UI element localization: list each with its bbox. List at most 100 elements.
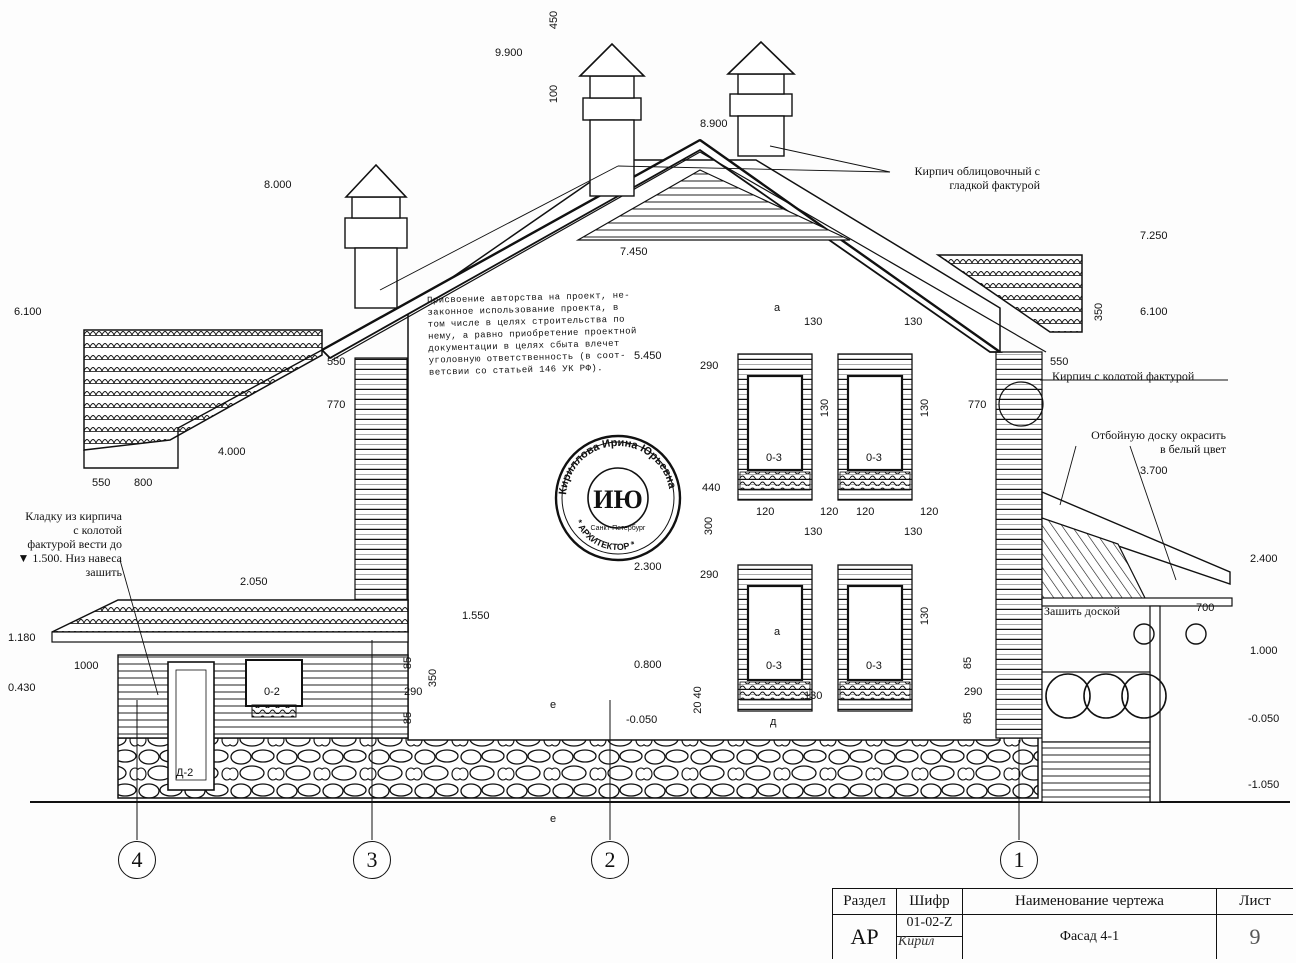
window-mark-w3: 0-3 bbox=[766, 660, 782, 672]
dimension-290-c: 290 bbox=[964, 686, 983, 698]
dimension-290-a: 290 bbox=[700, 360, 719, 372]
note-left-line3: фактурой вести до bbox=[27, 537, 122, 551]
axis-marker-1: 1 bbox=[1000, 841, 1038, 879]
dimension-440: 440 bbox=[702, 482, 721, 494]
dimension-550-mid: 550 bbox=[327, 356, 346, 368]
dimension-550-left: 550 bbox=[92, 477, 111, 489]
note-board-line1: Отбойную доску окрасить bbox=[1091, 428, 1226, 442]
note-board-line2: в белый цвет bbox=[1160, 442, 1226, 456]
dimension-770-right: 770 bbox=[968, 399, 987, 411]
elevation-8000: 8.000 bbox=[264, 179, 292, 191]
svg-text:Санкт-Петербург: Санкт-Петербург bbox=[591, 524, 646, 532]
dimension-130-a: 130 bbox=[804, 316, 823, 328]
architect-stamp: Кириллова Ирина Юрьевна * АРХИТЕКТОР * И… bbox=[554, 434, 682, 562]
elevation-7450: 7.450 bbox=[620, 246, 648, 258]
title-block: Раздел Шифр Наименование чертежа Лист АР… bbox=[832, 888, 1293, 959]
dimension-130-h: 130 bbox=[804, 690, 823, 702]
svg-text:ИЮ: ИЮ bbox=[593, 485, 643, 514]
dimension-700: 700 bbox=[1196, 602, 1215, 614]
elevation-6100-left: 6.100 bbox=[14, 306, 42, 318]
dimension-120-b: 120 bbox=[820, 506, 839, 518]
section-mark-a-mid: а bbox=[774, 626, 781, 638]
dimension-120-c: 120 bbox=[856, 506, 875, 518]
title-block-sheet: 9 bbox=[1249, 924, 1261, 949]
title-block-name: Фасад 4-1 bbox=[963, 915, 1217, 959]
dimension-130-g: 130 bbox=[919, 606, 932, 626]
elevation-2400: 2.400 bbox=[1250, 553, 1278, 565]
section-mark-e-bottom: е bbox=[550, 813, 557, 825]
axis-marker-3: 3 bbox=[353, 841, 391, 879]
dimension-800: 800 bbox=[134, 477, 153, 489]
section-mark-e-top: е bbox=[550, 699, 557, 711]
note-board: Отбойную доску окрасить в белый цвет bbox=[1066, 428, 1226, 456]
title-block-header-name: Наименование чертежа bbox=[963, 889, 1217, 915]
dimension-130-e: 130 bbox=[804, 526, 823, 538]
elevation-1550: 1.550 bbox=[462, 610, 490, 622]
dimension-120-a: 120 bbox=[756, 506, 775, 518]
elevation-8900: 8.900 bbox=[700, 118, 728, 130]
dimension-20-40: 20 40 bbox=[691, 686, 704, 714]
window-mark-w4: 0-3 bbox=[866, 660, 882, 672]
elevation-3700: 3.700 bbox=[1140, 465, 1168, 477]
dimension-120-d: 120 bbox=[920, 506, 939, 518]
dimension-290-b: 290 bbox=[700, 569, 719, 581]
elevation-2050: 2.050 bbox=[240, 576, 268, 588]
note-brick-smooth-line2: гладкой фактурой bbox=[949, 178, 1040, 192]
section-mark-d-mid: д bbox=[770, 716, 777, 728]
dimension-130-c: 130 bbox=[819, 398, 832, 418]
title-block-header-section: Раздел bbox=[833, 889, 897, 915]
dimension-130-d: 130 bbox=[919, 398, 932, 418]
window-mark-w5: 0-2 bbox=[264, 686, 280, 698]
dimension-85-a: 85 bbox=[402, 656, 415, 670]
dimension-100: 100 bbox=[548, 84, 561, 104]
dimension-130-b: 130 bbox=[904, 316, 923, 328]
note-brick-smooth-line1: Кирпич облицовочный с bbox=[914, 164, 1040, 178]
dimension-85-b: 85 bbox=[402, 711, 415, 725]
title-block-code: 01-02-Z bbox=[897, 915, 963, 937]
legal-notice: Присвоение авторства на проект, не- зако… bbox=[427, 289, 639, 378]
note-brick-smooth: Кирпич облицовочный с гладкой фактурой bbox=[890, 164, 1040, 192]
note-left-line2: с колотой bbox=[73, 523, 122, 537]
dimension-550-right: 550 bbox=[1050, 356, 1069, 368]
dimension-1000: 1000 bbox=[74, 660, 99, 672]
axis-marker-2: 2 bbox=[591, 841, 629, 879]
title-block-header-sheet: Лист bbox=[1217, 889, 1293, 915]
note-left-line1: Кладку из кирпича bbox=[25, 509, 122, 523]
elevation-2300: 2.300 bbox=[634, 561, 662, 573]
title-block-header-code: Шифр bbox=[897, 889, 963, 915]
elevation-0430: 0.430 bbox=[8, 682, 36, 694]
elevation-9900: 9.900 bbox=[495, 47, 523, 59]
note-left-line5: зашить bbox=[85, 565, 122, 579]
title-block-section: АР bbox=[833, 915, 897, 959]
axis-marker-4: 4 bbox=[118, 841, 156, 879]
elevation-4000: 4.000 bbox=[218, 446, 246, 458]
title-block-signature-cell bbox=[897, 937, 963, 959]
elevation-minus-0050-right: -0.050 bbox=[1248, 713, 1280, 725]
note-cladding: Зашить доской bbox=[1044, 604, 1121, 618]
dimension-350-right: 350 bbox=[1093, 302, 1106, 322]
window-mark-w2: 0-3 bbox=[866, 452, 882, 464]
elevation-7250: 7.250 bbox=[1140, 230, 1168, 242]
elevation-1180: 1.180 bbox=[8, 632, 36, 644]
note-brick-split: Кирпич с колотой фактурой bbox=[1052, 369, 1195, 383]
elevation-0800: 0.800 bbox=[634, 659, 662, 671]
dimension-130-f: 130 bbox=[904, 526, 923, 538]
elevation-minus-1050: -1.050 bbox=[1248, 779, 1280, 791]
elevation-minus-0050-mid: -0.050 bbox=[626, 714, 658, 726]
elevation-1000: 1.000 bbox=[1250, 645, 1278, 657]
dimension-770-left: 770 bbox=[327, 399, 346, 411]
elevation-6100-right: 6.100 bbox=[1140, 306, 1168, 318]
dimension-290-d: 290 bbox=[404, 686, 423, 698]
door-mark: Д-2 bbox=[176, 767, 194, 779]
window-mark-w1: 0-3 bbox=[766, 452, 782, 464]
signature: Кирил bbox=[898, 934, 935, 949]
dimension-85-d: 85 bbox=[962, 711, 975, 725]
dimension-450: 450 bbox=[548, 10, 561, 30]
dimension-350-mid: 350 bbox=[427, 668, 440, 688]
svg-text:* АРХИТЕКТОР *: * АРХИТЕКТОР * bbox=[574, 518, 637, 552]
section-mark-a-top: а bbox=[774, 302, 781, 314]
note-left-line4: ▼ 1.500. Низ навеса bbox=[17, 551, 122, 565]
dimension-85-c: 85 bbox=[962, 656, 975, 670]
